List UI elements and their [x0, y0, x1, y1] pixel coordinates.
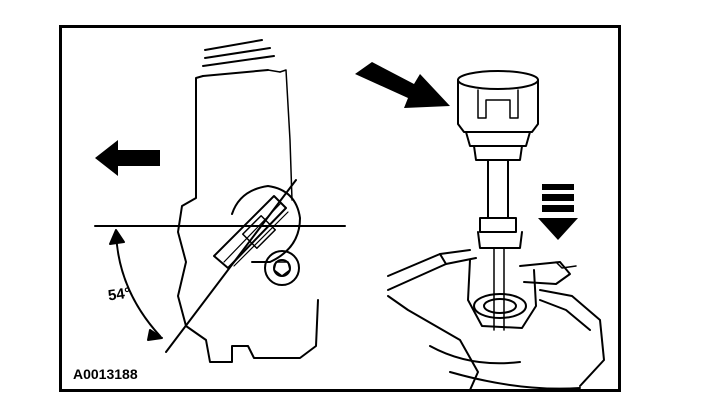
diagonal-arrow-icon: [355, 62, 450, 108]
cylinder-head: [387, 249, 605, 391]
angle-arc: [109, 229, 163, 341]
housing-outline: [177, 39, 319, 363]
gear-detail: [213, 185, 301, 286]
down-arrow-icon: [538, 184, 578, 240]
angle-label: 54°: [106, 284, 132, 305]
installer-tool: [457, 70, 539, 331]
left-arrow-icon: [95, 140, 160, 176]
figure-code: A0013188: [73, 366, 138, 382]
